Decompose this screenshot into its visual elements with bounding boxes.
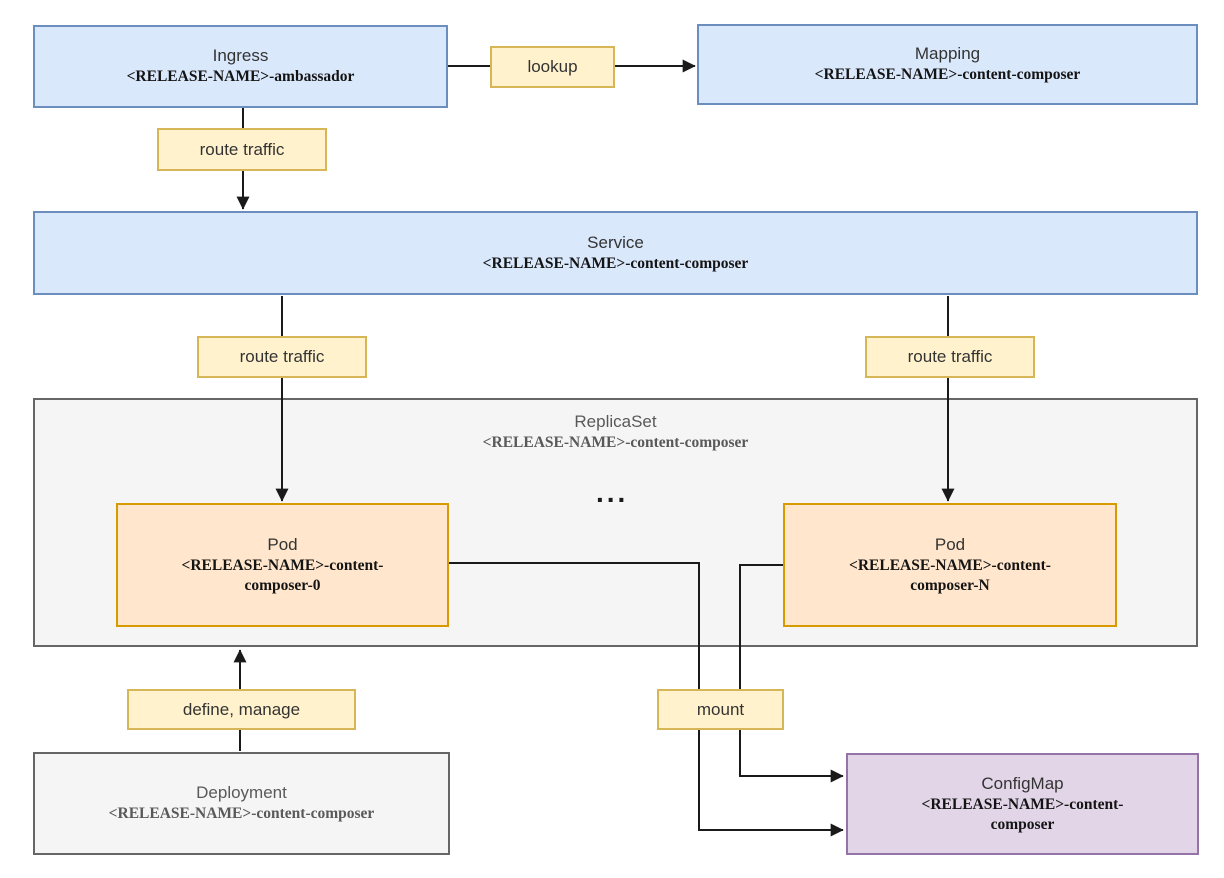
edge-label-lookup: lookup <box>490 46 615 88</box>
edge-label-route-traffic-ingress: route traffic <box>157 128 327 171</box>
deployment-title: Deployment <box>196 783 287 803</box>
node-ingress: Ingress <RELEASE-NAME>-ambassador <box>33 25 448 108</box>
node-pod-0: Pod <RELEASE-NAME>-content-composer-0 <box>116 503 449 627</box>
node-mapping: Mapping <RELEASE-NAME>-content-composer <box>697 24 1198 105</box>
mapping-title: Mapping <box>914 44 981 64</box>
edge-label-route-traffic-right: route traffic <box>865 336 1035 378</box>
node-service: Service <RELEASE-NAME>-content-composer <box>33 211 1198 295</box>
edge-label-define-manage: define, manage <box>127 689 356 730</box>
configmap-title: ConfigMap <box>981 773 1064 793</box>
deployment-subtitle: <RELEASE-NAME>-content-composer <box>108 805 375 823</box>
edge-pod-right-configmap <box>739 564 844 783</box>
node-deployment: Deployment <RELEASE-NAME>-content-compos… <box>33 752 450 855</box>
service-subtitle: <RELEASE-NAME>-content-composer <box>482 254 749 272</box>
node-configmap: ConfigMap <RELEASE-NAME>-content-compose… <box>846 753 1199 855</box>
edge-label-mount: mount <box>657 689 784 730</box>
replicaset-subtitle: <RELEASE-NAME>-content-composer <box>482 434 749 452</box>
edge-label-route-traffic-left: route traffic <box>197 336 367 378</box>
ingress-subtitle: <RELEASE-NAME>-ambassador <box>126 68 355 86</box>
service-title: Service <box>587 232 644 252</box>
ingress-title: Ingress <box>212 46 269 66</box>
pod-n-title: Pod <box>934 534 966 554</box>
pod-n-subtitle: <RELEASE-NAME>-content-composer-N <box>849 556 1051 595</box>
configmap-subtitle: <RELEASE-NAME>-content-composer <box>921 795 1124 834</box>
pod-0-title: Pod <box>267 534 298 554</box>
replicaset-title: ReplicaSet <box>574 412 657 431</box>
node-pod-n: Pod <RELEASE-NAME>-content-composer-N <box>783 503 1117 627</box>
mapping-subtitle: <RELEASE-NAME>-content-composer <box>814 66 1081 84</box>
pod-0-subtitle: <RELEASE-NAME>-content-composer-0 <box>181 556 384 595</box>
pods-ellipsis: ... <box>596 477 629 508</box>
